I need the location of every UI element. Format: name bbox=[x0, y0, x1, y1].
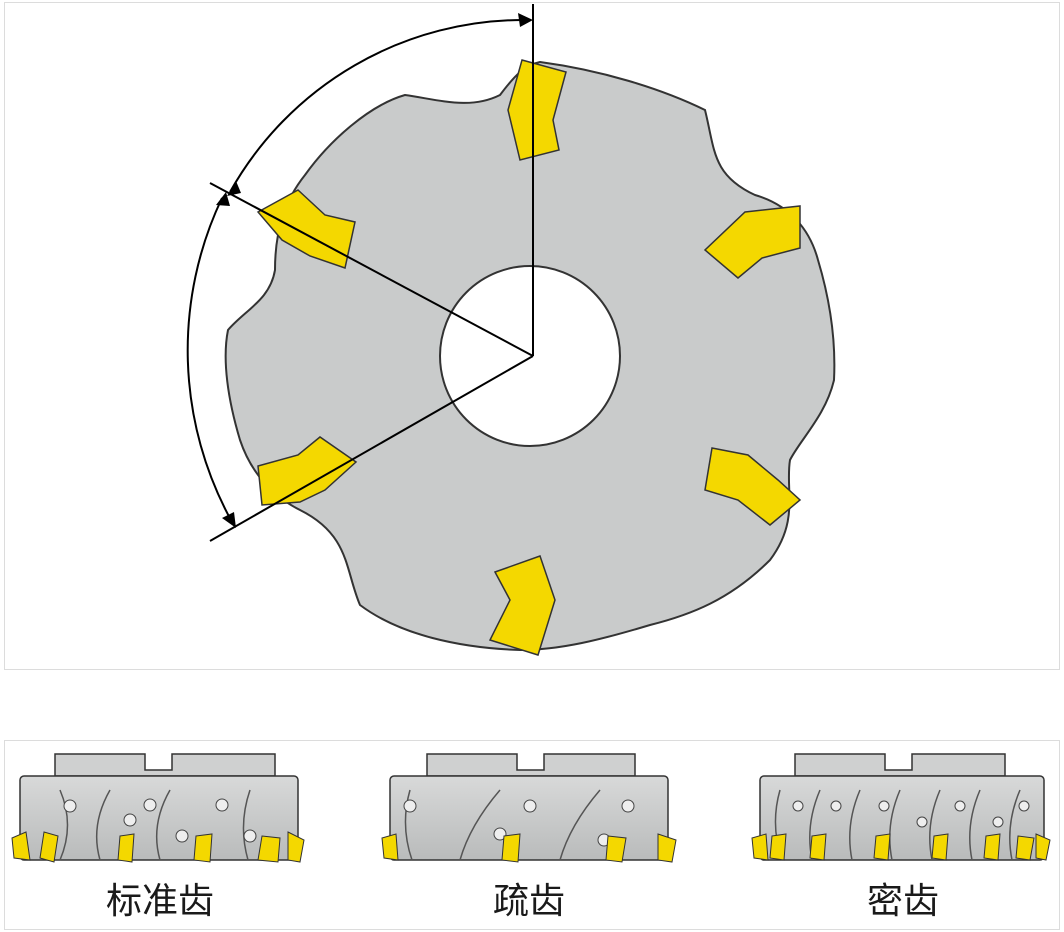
cutter-side-coarse bbox=[381, 753, 677, 863]
insert bbox=[704, 447, 802, 526]
cutter-top-hub bbox=[794, 753, 1006, 777]
arrow-head bbox=[216, 192, 230, 206]
insert bbox=[931, 833, 949, 861]
insert bbox=[703, 205, 801, 279]
arrow-head bbox=[227, 181, 241, 196]
insert bbox=[1015, 835, 1035, 861]
cutter-side-body bbox=[389, 775, 669, 861]
arrow-head bbox=[222, 512, 236, 528]
insert bbox=[809, 833, 827, 861]
insert bbox=[257, 436, 358, 506]
insert bbox=[751, 833, 769, 861]
angle-arc-lower bbox=[186, 197, 233, 523]
insert bbox=[287, 831, 305, 863]
cutter-side-body bbox=[759, 775, 1045, 861]
label-coarse-pitch: 疏齿 bbox=[492, 881, 565, 922]
pitch-line-upper bbox=[209, 182, 534, 357]
insert bbox=[1035, 833, 1051, 861]
insert bbox=[381, 833, 399, 861]
cutter-top-hub bbox=[426, 753, 636, 777]
label-standard-pitch: 标准齿 bbox=[105, 881, 214, 922]
insert bbox=[605, 835, 627, 863]
insert bbox=[39, 831, 59, 863]
cutter-top-hub bbox=[54, 753, 276, 777]
insert bbox=[11, 831, 31, 861]
cutter-face bbox=[186, 4, 836, 656]
insert bbox=[488, 555, 556, 656]
insert bbox=[769, 833, 787, 861]
insert bbox=[117, 833, 135, 863]
insert bbox=[873, 833, 891, 861]
angle-arc-upper bbox=[229, 18, 528, 193]
cutter-side-standard bbox=[11, 753, 305, 863]
insert bbox=[983, 833, 1001, 861]
insert bbox=[507, 59, 567, 161]
insert bbox=[193, 833, 213, 863]
label-fine-pitch: 密齿 bbox=[866, 881, 939, 922]
cutter-side-fine bbox=[751, 753, 1051, 861]
insert bbox=[657, 833, 677, 863]
insert bbox=[257, 835, 281, 863]
insert bbox=[501, 833, 521, 863]
pitch-line-lower bbox=[209, 355, 534, 542]
arrow-head bbox=[518, 13, 533, 27]
center-bore bbox=[439, 265, 621, 447]
